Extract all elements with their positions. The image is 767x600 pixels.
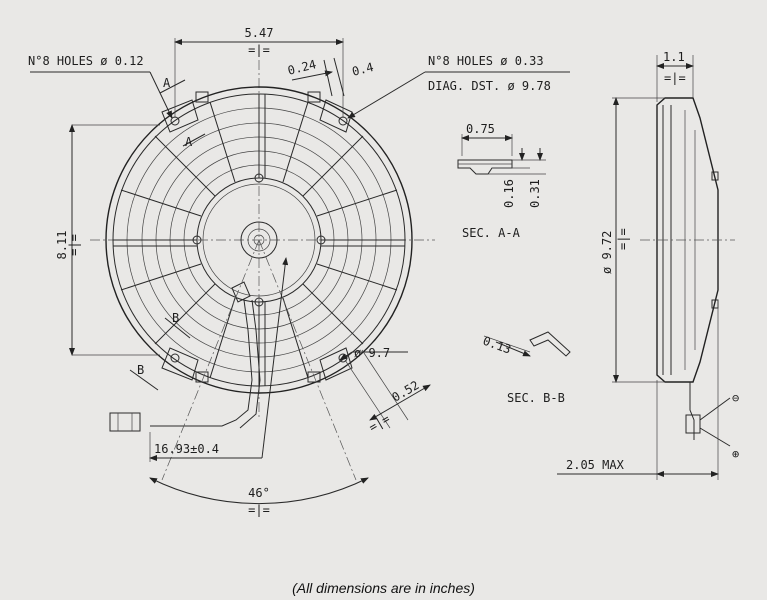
side-view: ⊖ ⊕ 1.1 =|= ø 9.72 =|= 2.05 MAX xyxy=(557,50,739,480)
section-b-marker-top: B xyxy=(172,311,179,325)
height-dimension: 8.11 xyxy=(55,231,69,260)
holes-012-label: N°8 HOLES ø 0.12 xyxy=(28,54,144,68)
motor-hub xyxy=(240,221,278,259)
diag-dst-label: DIAG. DST. ø 9.78 xyxy=(428,79,551,93)
dim-013: 0.13 xyxy=(481,334,513,357)
section-b-marker-bottom: B xyxy=(137,363,144,377)
holes-033-label: N°8 HOLES ø 0.33 xyxy=(428,54,544,68)
dim-052: 0.52 xyxy=(390,378,422,405)
section-a-a-label: SEC. A-A xyxy=(462,226,521,240)
width-dimension: 5.47 xyxy=(245,26,274,40)
svg-text:=|=: =|= xyxy=(664,71,686,85)
section-a-a: 0.75 0.16 0.31 SEC. A-A xyxy=(457,122,546,240)
section-a-marker-bottom: A xyxy=(185,135,193,149)
grille-spokes xyxy=(113,94,405,386)
connector xyxy=(109,412,141,432)
svg-text:=|=: =|= xyxy=(67,234,81,256)
section-b-b: 0.13 SEC. B-B xyxy=(481,331,571,405)
power-cable xyxy=(109,281,261,432)
angle-46-label: 46° xyxy=(248,486,270,500)
dim-024: 0.24 xyxy=(286,57,317,78)
svg-text:=|=: =|= xyxy=(367,412,393,435)
svg-text:=|=: =|= xyxy=(248,43,270,57)
section-a-marker-top: A xyxy=(163,76,171,90)
section-b-b-label: SEC. B-B xyxy=(507,391,565,405)
dim-11: 1.1 xyxy=(663,50,685,64)
dim-016: 0.16 xyxy=(502,179,516,208)
units-caption: (All dimensions are in inches) xyxy=(292,580,475,596)
dia-972-label: ø 9.72 xyxy=(600,231,614,274)
svg-text:=|=: =|= xyxy=(616,228,630,250)
cable-length-label: 16.93±0.4 xyxy=(154,442,219,456)
outer-shroud xyxy=(105,86,413,394)
dim-031: 0.31 xyxy=(528,179,542,208)
dim-04: 0.4 xyxy=(351,60,375,79)
max-depth-label: 2.05 MAX xyxy=(566,458,625,472)
front-view: 8.11 =|= 5.47 =|= N°8 HOLES ø 0.12 N°8 H… xyxy=(28,26,570,517)
positive-terminal-symbol: ⊕ xyxy=(732,447,739,461)
side-connector xyxy=(685,414,701,434)
dim-075: 0.75 xyxy=(466,122,495,136)
svg-text:=|=: =|= xyxy=(248,503,270,517)
negative-terminal-symbol: ⊖ xyxy=(732,391,739,405)
dia-97-label: ø 9.7 xyxy=(354,346,390,360)
